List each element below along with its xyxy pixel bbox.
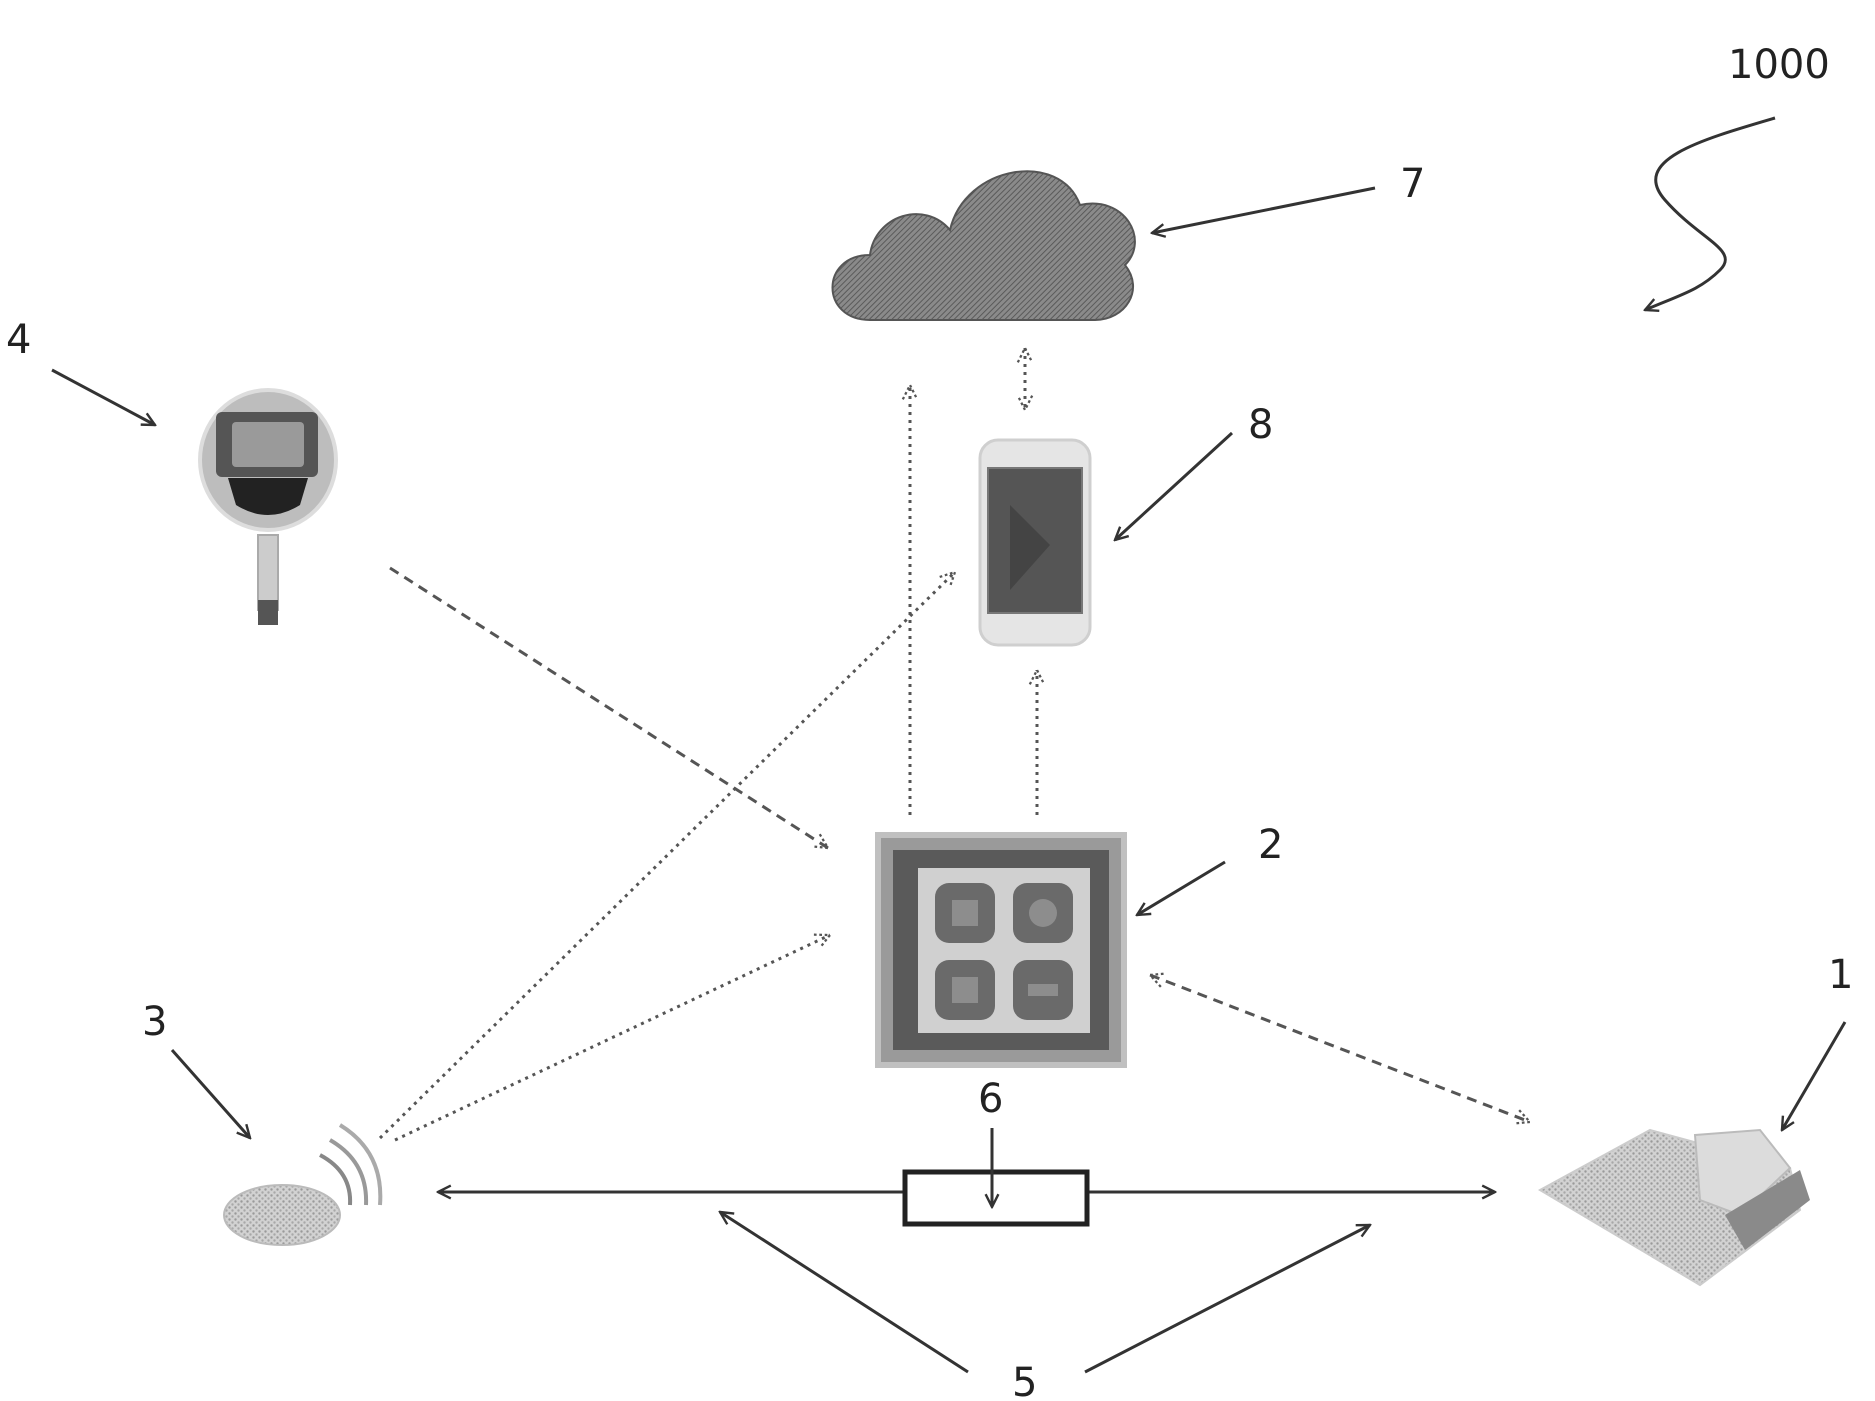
controller-ref-leader [1137, 862, 1225, 915]
cloud-icon [833, 171, 1135, 320]
link-ref-leader-right [1085, 1225, 1370, 1372]
link-ref-label: 5 [1012, 1360, 1037, 1401]
sensor-ref-leader [172, 1050, 250, 1138]
sensor-ref-label: 3 [142, 999, 167, 1045]
cloud-ref-label: 7 [1400, 161, 1425, 207]
meter-ref-label: 4 [6, 317, 31, 363]
smartphone-icon [980, 440, 1090, 645]
controller-ref-label: 2 [1258, 822, 1283, 868]
pump-ref-leader [1782, 1022, 1845, 1130]
pump-ref-label: 1 [1828, 952, 1853, 998]
cloud-ref-leader [1152, 188, 1375, 233]
sensor-controller-link [395, 935, 830, 1140]
sensor-phone-link [380, 572, 955, 1138]
link-element-box [905, 1172, 1087, 1224]
figure-label-squiggle [1645, 118, 1775, 310]
meter-ref-leader [52, 370, 155, 425]
meter-controller-link [390, 568, 828, 848]
phone-ref-label: 8 [1248, 402, 1273, 448]
figure-label: 1000 [1728, 42, 1830, 88]
sensor-patch-icon [224, 1125, 380, 1245]
glucose-meter-icon [200, 390, 336, 625]
insulin-pump-icon [1540, 1130, 1810, 1285]
link-ref-leader-left [720, 1212, 968, 1372]
phone-ref-leader [1115, 433, 1232, 540]
controller-pump-link [1150, 975, 1530, 1122]
tablet-controller-icon [878, 835, 1124, 1065]
link-element-ref-label: 6 [978, 1076, 1003, 1122]
